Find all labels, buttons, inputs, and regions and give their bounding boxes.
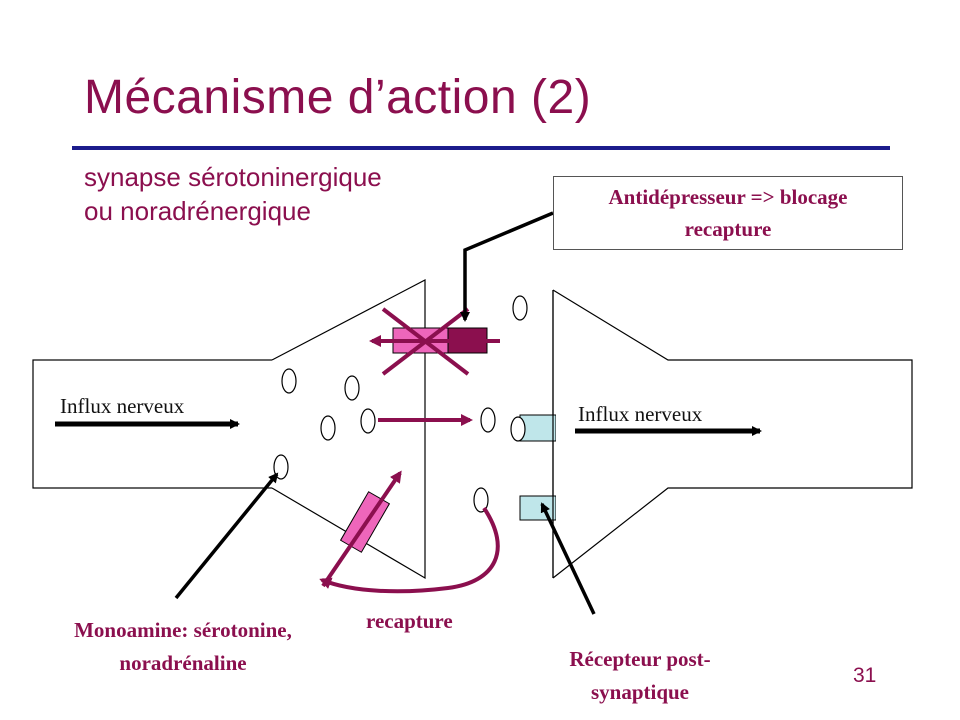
slide-title: Mécanisme d’action (2) bbox=[84, 71, 592, 124]
receptor-label-line-1: Récepteur post- bbox=[569, 647, 711, 671]
vesicle bbox=[320, 415, 336, 441]
influx-label-right: Influx nerveux bbox=[578, 402, 703, 426]
postsynaptic-receptor-lower bbox=[519, 495, 557, 521]
vesicle bbox=[281, 368, 297, 394]
monoamine-label-line-2: noradrénaline bbox=[119, 651, 247, 675]
monoamine-label-line-1: Monoamine: sérotonine, bbox=[74, 618, 292, 642]
subtitle-line-2: ou noradrénergique bbox=[84, 196, 311, 226]
antidepressant-pointer bbox=[460, 211, 554, 322]
vesicle bbox=[480, 407, 496, 433]
receptor-label: Récepteur post- synaptique bbox=[520, 643, 760, 709]
monoamine-pointer bbox=[174, 472, 279, 600]
influx-label-left: Influx nerveux bbox=[60, 394, 185, 418]
postsynaptic-receptor-upper bbox=[519, 414, 557, 442]
title-divider bbox=[72, 146, 890, 150]
vesicle bbox=[512, 295, 528, 321]
monoamine-vesicles bbox=[273, 295, 528, 513]
antidepressant-line-1: Antidépresseur => blocage bbox=[608, 185, 848, 209]
recapture-label: recapture bbox=[366, 609, 453, 633]
reuptake-transporter bbox=[321, 470, 402, 588]
monoamine-label: Monoamine: sérotonine, noradrénaline bbox=[38, 614, 328, 680]
antidepressant-callout: Antidépresseur => blocage recapture bbox=[553, 176, 903, 250]
slide-subtitle: synapse sérotoninergique ou noradrénergi… bbox=[84, 160, 382, 228]
vesicle bbox=[344, 375, 360, 401]
vesicle bbox=[510, 416, 526, 442]
recapture-curve-arrow bbox=[319, 506, 500, 594]
subtitle-line-1: synapse sérotoninergique bbox=[84, 162, 382, 192]
vesicle bbox=[473, 487, 489, 513]
receptor-label-line-2: synaptique bbox=[590, 680, 690, 704]
antidepressant-line-2: recapture bbox=[684, 217, 772, 241]
page-number: 31 bbox=[853, 664, 877, 687]
postsynaptic-neuron bbox=[552, 289, 913, 579]
receptor-pointer bbox=[540, 502, 596, 615]
blocking-cross-icon bbox=[381, 307, 470, 376]
vesicle bbox=[360, 408, 376, 434]
